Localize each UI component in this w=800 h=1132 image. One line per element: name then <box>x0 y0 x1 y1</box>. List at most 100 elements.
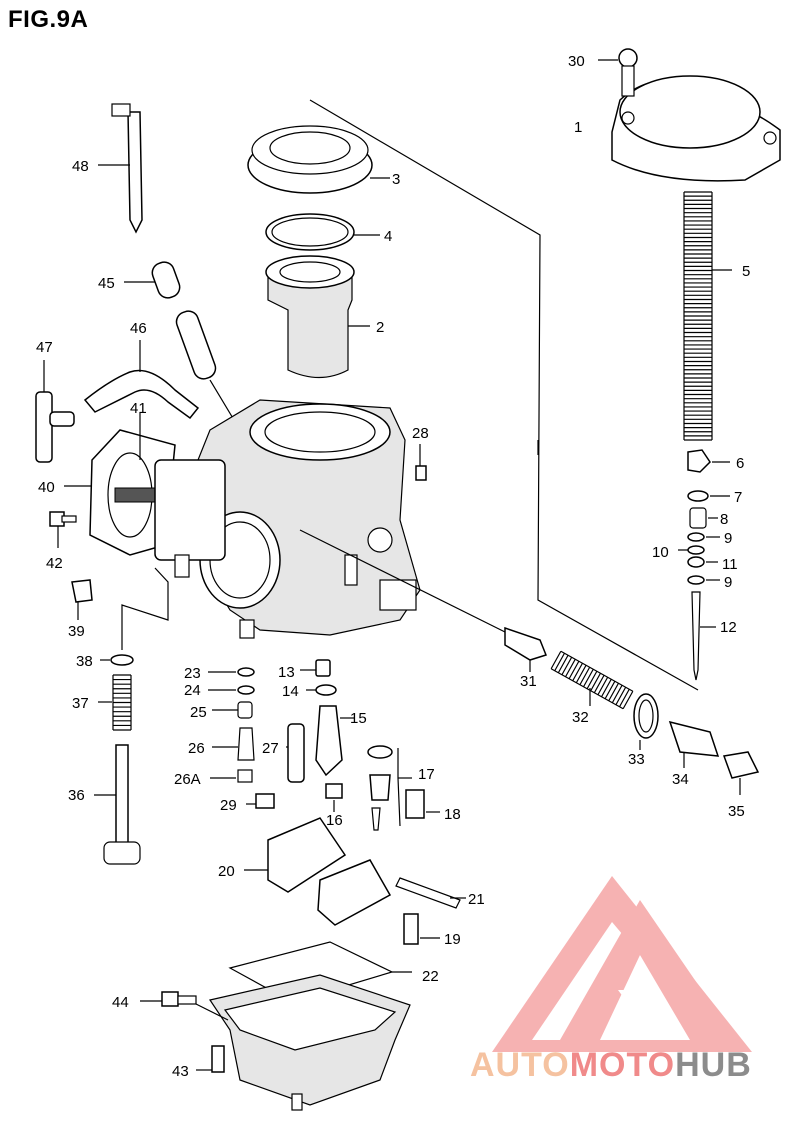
part-screw-18 <box>405 789 440 819</box>
part-jet-13 <box>300 659 331 677</box>
part-screw-31 <box>299 529 547 672</box>
part-valve-34 <box>668 720 720 768</box>
part-number-label: 11 <box>722 556 738 573</box>
part-number-label: 9 <box>724 574 732 591</box>
part-pin-21 <box>395 877 466 909</box>
part-oring-14 <box>306 684 337 696</box>
part-number-label: 33 <box>628 751 645 768</box>
part-number-label: 13 <box>278 664 295 681</box>
part-washer-7 <box>687 490 730 502</box>
part-number-label: 43 <box>172 1063 189 1080</box>
part-number-label: 5 <box>742 263 750 280</box>
part-number-label: 26 <box>188 740 205 757</box>
part-ring-4 <box>265 213 380 251</box>
part-number-label: 24 <box>184 682 201 699</box>
part-jet-26A <box>210 769 253 783</box>
part-number-label: 4 <box>384 228 392 245</box>
part-jet-16 <box>325 783 343 812</box>
part-number-label: 12 <box>720 619 737 636</box>
watermark-auto: AUTO <box>470 1046 570 1084</box>
part-number-label: 22 <box>422 968 439 985</box>
part-number-label: 23 <box>184 665 201 682</box>
spring-outline <box>550 650 634 710</box>
part-cap-35 <box>722 751 760 795</box>
watermark-text: AUTOMOTOHUB <box>470 1046 752 1085</box>
part-number-label: 9 <box>724 530 732 547</box>
part-diaphragm-3 <box>247 125 390 194</box>
part-spring-37 <box>98 674 132 731</box>
part-screw-19 <box>403 913 440 945</box>
part-number-label: 29 <box>220 797 237 814</box>
part-bolt-42 <box>49 511 77 548</box>
part-number-label: 2 <box>376 319 384 336</box>
part-cap-39 <box>71 579 93 620</box>
part-float-valve-17 <box>367 745 393 831</box>
part-number-label: 34 <box>672 771 689 788</box>
part-number-label: 14 <box>282 683 299 700</box>
part-number-label: 31 <box>520 673 537 690</box>
spring-outline <box>112 675 132 730</box>
part-plug-28 <box>415 444 427 481</box>
part-number-label: 32 <box>572 709 589 726</box>
spring-coils <box>684 191 712 441</box>
part-oring-33 <box>633 693 659 750</box>
part-spring-32 <box>550 650 634 710</box>
part-screw-36 <box>94 744 141 865</box>
part-tube-27 <box>286 723 305 783</box>
part-number-label: 46 <box>130 320 147 337</box>
part-number-label: 16 <box>326 812 343 829</box>
part-needle-holder-6 <box>687 449 730 473</box>
part-screw-29 <box>246 793 275 809</box>
part-screw-44 <box>140 991 229 1021</box>
part-number-label: 1 <box>574 119 582 136</box>
part-screw-43 <box>196 1045 225 1073</box>
part-number-label: 27 <box>262 740 279 757</box>
spring-coils <box>550 650 634 710</box>
part-number-label: 8 <box>720 511 728 528</box>
part-spring-5 <box>683 191 732 441</box>
part-needle-jet-15 <box>315 705 354 777</box>
part-screw-30 <box>598 48 638 97</box>
part-number-label: 20 <box>218 863 235 880</box>
part-number-label: 19 <box>444 931 461 948</box>
part-number-label: 21 <box>468 891 485 908</box>
part-washer-38 <box>100 654 134 666</box>
part-oring-23 <box>208 667 255 677</box>
spring-outline <box>683 192 713 440</box>
part-number-label: 47 <box>36 339 53 356</box>
part-number-label: 7 <box>734 489 742 506</box>
part-float-20 <box>244 817 392 926</box>
part-number-label: 35 <box>728 803 745 820</box>
spring-coils <box>113 674 131 731</box>
part-jet-needle-12 <box>691 591 716 681</box>
part-tee-47 <box>35 360 75 463</box>
part-number-label: 3 <box>392 171 400 188</box>
part-number-label: 17 <box>418 766 435 783</box>
part-number-label: 36 <box>68 787 85 804</box>
part-number-label: 41 <box>130 400 147 417</box>
part-needle-26 <box>212 727 255 761</box>
part-top-cover <box>611 75 781 182</box>
part-number-label: 39 <box>68 623 85 640</box>
part-piston-2 <box>265 255 370 379</box>
part-washers-9-11 <box>678 532 720 585</box>
part-number-label: 37 <box>72 695 89 712</box>
part-number-label: 44 <box>112 994 129 1011</box>
part-number-label: 15 <box>350 710 367 727</box>
watermark-logo <box>492 876 752 1052</box>
part-carburetor-body <box>154 399 421 639</box>
part-number-label: 45 <box>98 275 115 292</box>
part-number-label: 10 <box>652 544 669 561</box>
part-float-bowl <box>209 974 411 1111</box>
assembly-guide-lines <box>121 99 699 827</box>
part-number-label: 38 <box>76 653 93 670</box>
part-washer-24 <box>208 685 255 695</box>
watermark-hub: HUB <box>675 1046 752 1084</box>
part-flange-40-41 <box>64 412 176 556</box>
part-number-label: 26A <box>174 771 201 788</box>
figure-title: FIG.9A <box>8 6 89 33</box>
part-number-label: 28 <box>412 425 429 442</box>
part-number-label: 18 <box>444 806 461 823</box>
part-number-label: 6 <box>736 455 744 472</box>
